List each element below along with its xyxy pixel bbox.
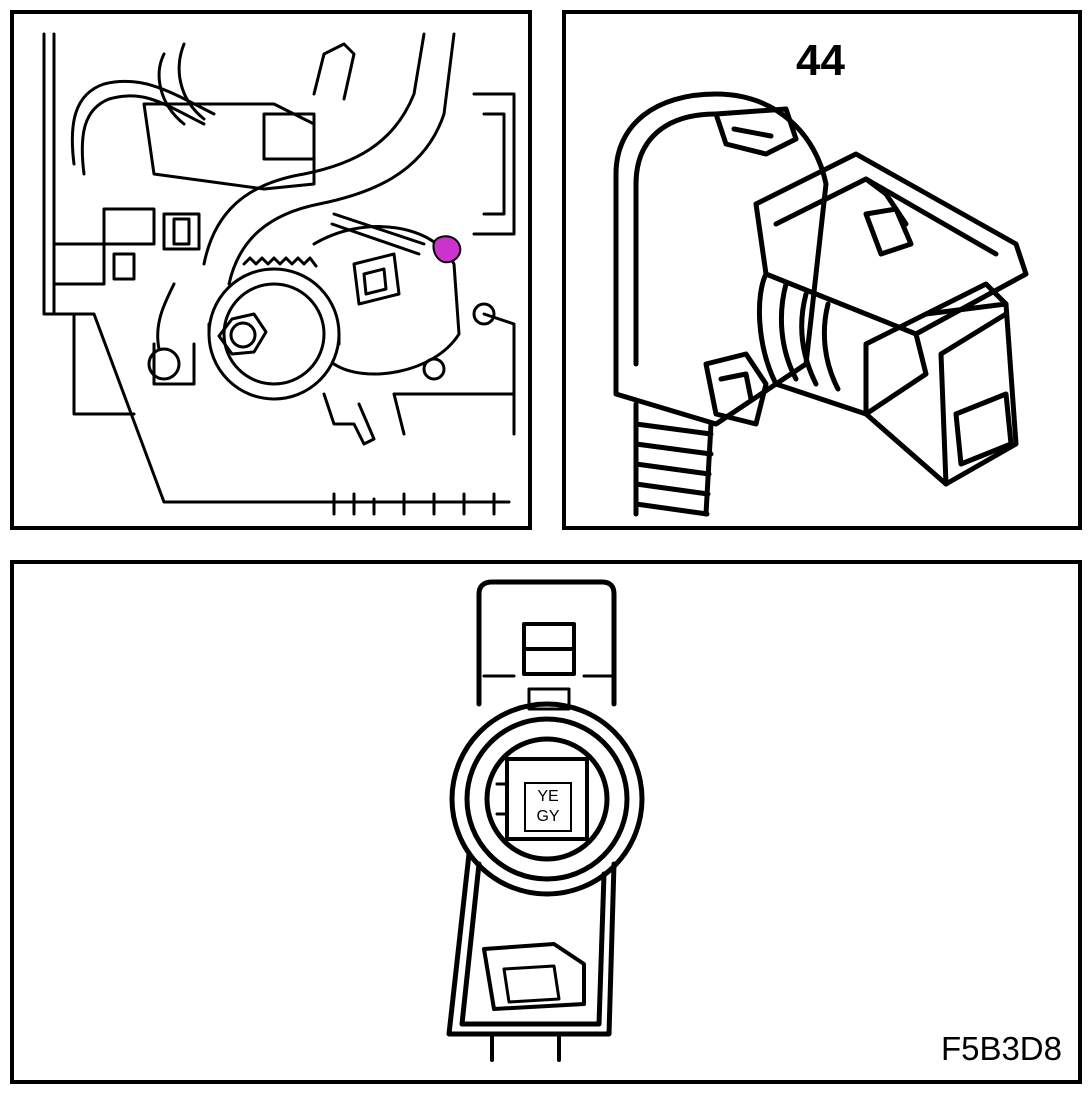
figure-id: F5B3D8 xyxy=(940,1030,1062,1067)
wire-color-1: YE xyxy=(537,788,559,805)
highlight-connector xyxy=(432,235,462,264)
wire-color-2: GY xyxy=(536,808,560,825)
callout-number: 44 xyxy=(796,36,845,85)
engine-view-illustration xyxy=(42,32,516,516)
connector-illustration xyxy=(613,91,1029,517)
pin-view-panel: YE GY F5B3D8 xyxy=(10,560,1082,1084)
connector-view-panel: 44 xyxy=(562,10,1082,530)
engine-view-panel xyxy=(10,10,532,530)
connector-face-illustration xyxy=(446,579,645,1062)
wire-color-label: YE GY xyxy=(524,782,572,832)
